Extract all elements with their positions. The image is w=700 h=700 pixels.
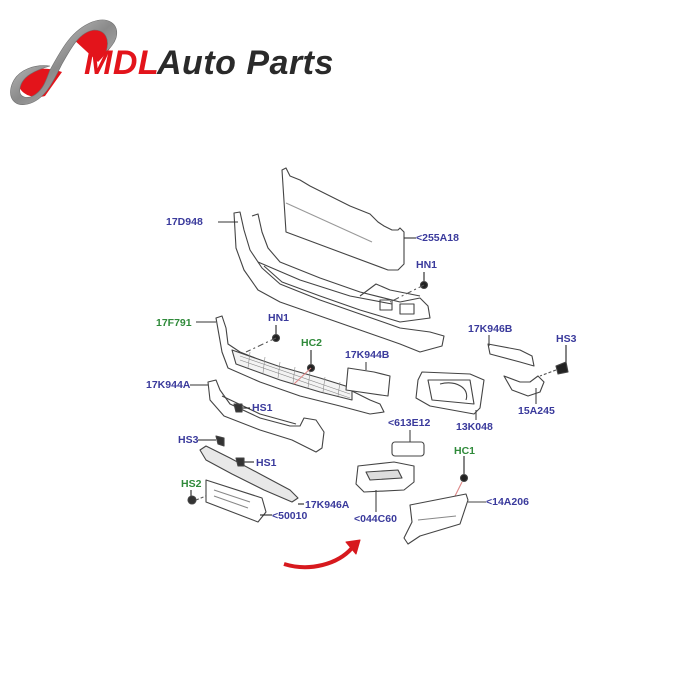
callout-HS1-upper: HS1 — [252, 402, 273, 414]
part-044C60 — [355, 461, 415, 493]
part-14A206 — [403, 493, 469, 545]
callout-HC2: HC2 — [301, 337, 323, 349]
part-50010 — [205, 479, 267, 523]
part-17K944B — [345, 367, 391, 397]
callout-17K946B: 17K946B — [468, 323, 513, 335]
callout-15A245: 15A245 — [518, 405, 555, 417]
callout-HS2: HS2 — [181, 478, 202, 490]
callout-13K048: 13K048 — [456, 421, 493, 433]
callout-17K944A: 17K944A — [146, 379, 191, 391]
brand-logo: MDL Auto Parts — [0, 0, 360, 130]
callout-50010: <50010 — [272, 510, 308, 522]
callout-HC1: HC1 — [454, 445, 476, 457]
fastener-hs1-lower — [235, 457, 245, 467]
part-13K048 — [415, 371, 485, 415]
callout-17F791: 17F791 — [156, 317, 192, 329]
fastener-hs2 — [187, 495, 197, 505]
callout-14A206: <14A206 — [486, 496, 529, 508]
infinity-swoosh-icon — [10, 19, 118, 105]
callout-044C60: <044C60 — [354, 513, 397, 525]
part-17K946A — [199, 445, 299, 503]
callout-17K946A: 17K946A — [305, 499, 350, 511]
part-grille-upper — [281, 167, 405, 271]
fastener-hs3-right — [555, 361, 569, 375]
fastener-hc1 — [459, 473, 469, 483]
callout-HN1-lower: HN1 — [268, 312, 290, 324]
callout-HN1-upper: HN1 — [416, 259, 438, 271]
callout-255A18: <255A18 — [416, 232, 459, 244]
fastener-hs3-left — [215, 435, 225, 447]
red-arrow-icon — [283, 546, 354, 570]
part-17K944A — [207, 379, 325, 453]
part-lower-grille-mesh — [215, 315, 385, 415]
callout-17K944B: 17K944B — [345, 349, 390, 361]
callout-HS1-lower: HS1 — [256, 457, 277, 469]
logo-text-mdl: MDL — [84, 44, 160, 82]
part-bumper-cover — [233, 211, 445, 353]
logo-text-auto-parts: Auto Parts — [157, 44, 334, 82]
callout-613E12: <613E12 — [388, 417, 431, 429]
part-613E12 — [391, 441, 425, 457]
part-17K946B — [487, 343, 535, 367]
part-15A245 — [503, 375, 545, 397]
callout-17D948: 17D948 — [166, 216, 203, 228]
callout-HS3-right: HS3 — [556, 333, 577, 345]
callout-HS3-left: HS3 — [178, 434, 199, 446]
fastener-hs1-upper — [233, 403, 243, 413]
